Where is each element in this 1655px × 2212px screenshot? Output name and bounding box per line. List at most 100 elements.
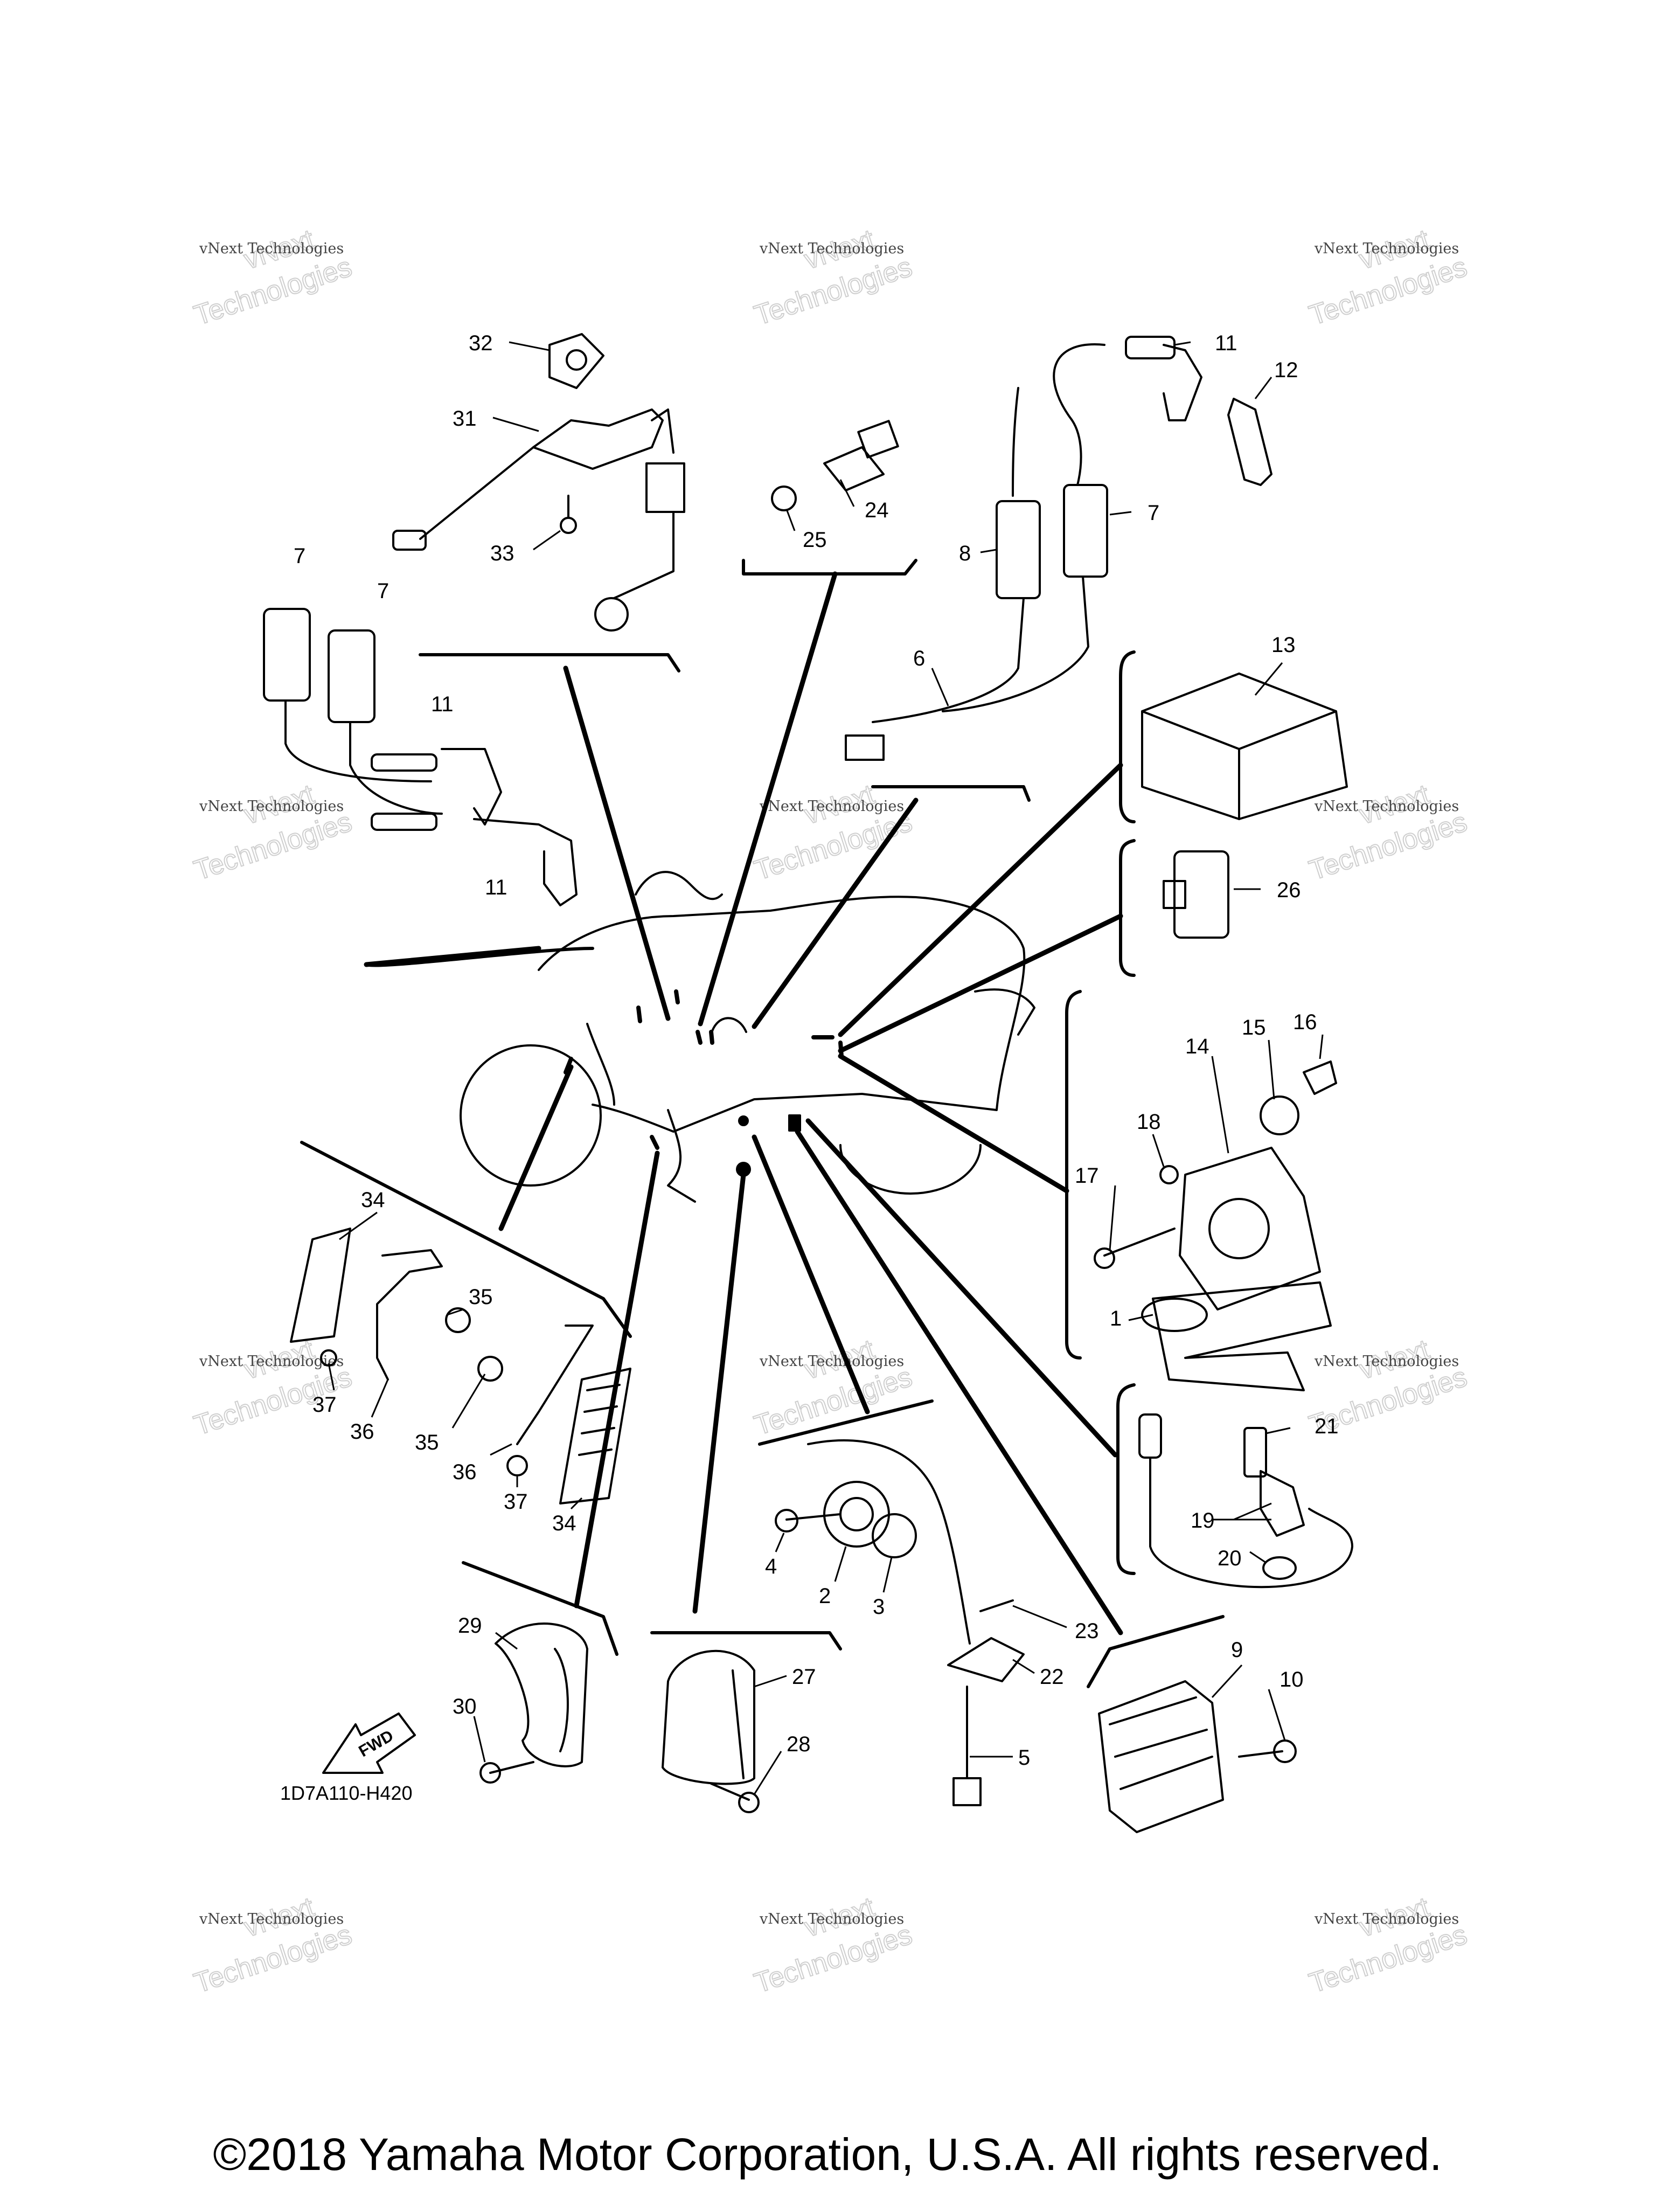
watermark: vNext Technologies	[1305, 1891, 1471, 2000]
part-label-7: 7	[1148, 501, 1159, 525]
rear-wheel	[839, 1144, 982, 1195]
bracket-coil-harness	[871, 785, 1031, 802]
part-label-2: 2	[819, 1584, 831, 1608]
svg-text:vNext Technologies: vNext Technologies	[759, 798, 904, 815]
bracket-isc	[1065, 990, 1082, 1360]
part-label-14: 14	[1185, 1035, 1209, 1058]
part-label-5: 5	[1018, 1746, 1030, 1770]
tail-outline	[974, 988, 1035, 1036]
part-label-32: 32	[469, 331, 493, 355]
svg-text:vNext Technologies: vNext Technologies	[199, 798, 344, 815]
bracket-reflectors	[300, 1141, 632, 1338]
watermark: vNext Technologies	[750, 223, 916, 332]
bracket-36b	[516, 1325, 594, 1445]
coil-7b	[263, 608, 311, 702]
bolt-4	[785, 1513, 842, 1521]
bracket-relay	[1119, 839, 1136, 977]
spring-15	[1260, 1095, 1299, 1135]
clamp-22	[947, 1637, 1025, 1682]
part-label-16: 16	[1293, 1010, 1317, 1034]
bracket-36a	[376, 1249, 443, 1381]
temp-sensor-24	[823, 446, 885, 491]
part-label-6: 6	[913, 647, 925, 670]
part-label-36: 36	[453, 1460, 477, 1484]
part-label-31: 31	[453, 407, 477, 431]
leader-lines	[364, 571, 1123, 1635]
part-label-28: 28	[787, 1732, 811, 1756]
coil-8	[996, 500, 1041, 599]
isc-14	[1179, 1147, 1321, 1310]
oring-20	[1262, 1556, 1297, 1580]
nut-35b	[477, 1356, 503, 1382]
cap-11b	[441, 748, 502, 826]
svg-text:vNext Technologies: vNext Technologies	[759, 1911, 904, 1927]
front-ignition-assembly	[263, 608, 578, 906]
temp-sensor-assembly	[771, 420, 899, 511]
horn-27	[662, 1649, 755, 1785]
cap-11c	[473, 818, 578, 906]
harness-6	[872, 597, 1025, 723]
lead-d	[371, 813, 437, 831]
sender-connector	[645, 462, 685, 513]
harness-connector	[845, 734, 885, 761]
watermark: vNext Technologies	[190, 1333, 356, 1443]
bracket-fuel-sender	[419, 653, 680, 672]
part-label-34: 34	[361, 1188, 385, 1212]
gear-sensor-assembly	[1138, 1413, 1353, 1589]
part-label-1: 1	[1110, 1307, 1122, 1330]
part-label-9: 9	[1231, 1638, 1243, 1662]
bracket-gear-sensor	[1116, 1383, 1136, 1575]
front-wheel	[460, 1044, 602, 1187]
part-label-29: 29	[458, 1614, 482, 1638]
svg-text:vNext Technologies: vNext Technologies	[1314, 1353, 1459, 1370]
part-label-21: 21	[1315, 1414, 1339, 1438]
watermark: vNext Technologies	[1305, 223, 1471, 332]
bracket-front-coils	[365, 947, 594, 967]
watermarks: vNext Technologies vNext Technologies vN…	[190, 223, 1471, 2000]
part-label-12: 12	[1274, 358, 1298, 382]
ecu-13	[1141, 672, 1348, 820]
bolt-23	[979, 1599, 1014, 1612]
part-label-17: 17	[1075, 1164, 1099, 1188]
gasket-1	[1152, 1281, 1332, 1391]
svg-text:vNext Technologies: vNext Technologies	[1314, 240, 1459, 257]
relay-26	[1163, 850, 1229, 939]
frame-outline	[538, 896, 1026, 1133]
oring-3	[872, 1513, 917, 1558]
part-label-11: 11	[485, 876, 507, 899]
speed-sensor-assembly	[775, 1439, 1025, 1806]
fwd-arrow	[322, 1712, 416, 1774]
nut-35a	[445, 1307, 471, 1333]
horn-27-assembly	[662, 1649, 760, 1813]
part-label-37: 37	[312, 1393, 337, 1417]
reflector-assembly	[290, 1228, 631, 1504]
part-label-24: 24	[865, 498, 889, 522]
part-label-15: 15	[1242, 1016, 1266, 1039]
watermark: vNext Technologies	[190, 1891, 356, 2000]
cap-11a	[1125, 336, 1176, 359]
cap-12	[1227, 398, 1272, 486]
part-label-26: 26	[1277, 878, 1301, 902]
handlebar-outline	[635, 871, 723, 900]
watermark: vNext Technologies	[1305, 778, 1471, 887]
watermark: vNext Technologies	[190, 778, 356, 887]
svg-text:vNext Technologies: vNext Technologies	[199, 1353, 344, 1370]
oring-18	[1159, 1165, 1179, 1184]
part-label-30: 30	[453, 1695, 477, 1718]
reflector-34b	[559, 1368, 631, 1504]
rectifier-assembly	[1098, 1680, 1297, 1833]
lead-a	[1053, 343, 1105, 486]
bolt-17	[1103, 1228, 1176, 1257]
connector-markers	[564, 989, 844, 1150]
connector-5	[952, 1777, 982, 1806]
part-label-18: 18	[1137, 1110, 1161, 1134]
lead-b	[1012, 387, 1019, 497]
label-leaders	[328, 341, 1324, 1795]
sender-plate-31	[532, 408, 664, 470]
bolt-28	[710, 1783, 750, 1801]
watermark: vNext Technologies	[750, 1333, 916, 1443]
rear-ignition-assembly	[845, 336, 1272, 761]
gear-sensor-19	[1260, 1470, 1305, 1537]
sidestand-outline	[667, 1109, 696, 1203]
part-label-3: 3	[873, 1595, 885, 1619]
